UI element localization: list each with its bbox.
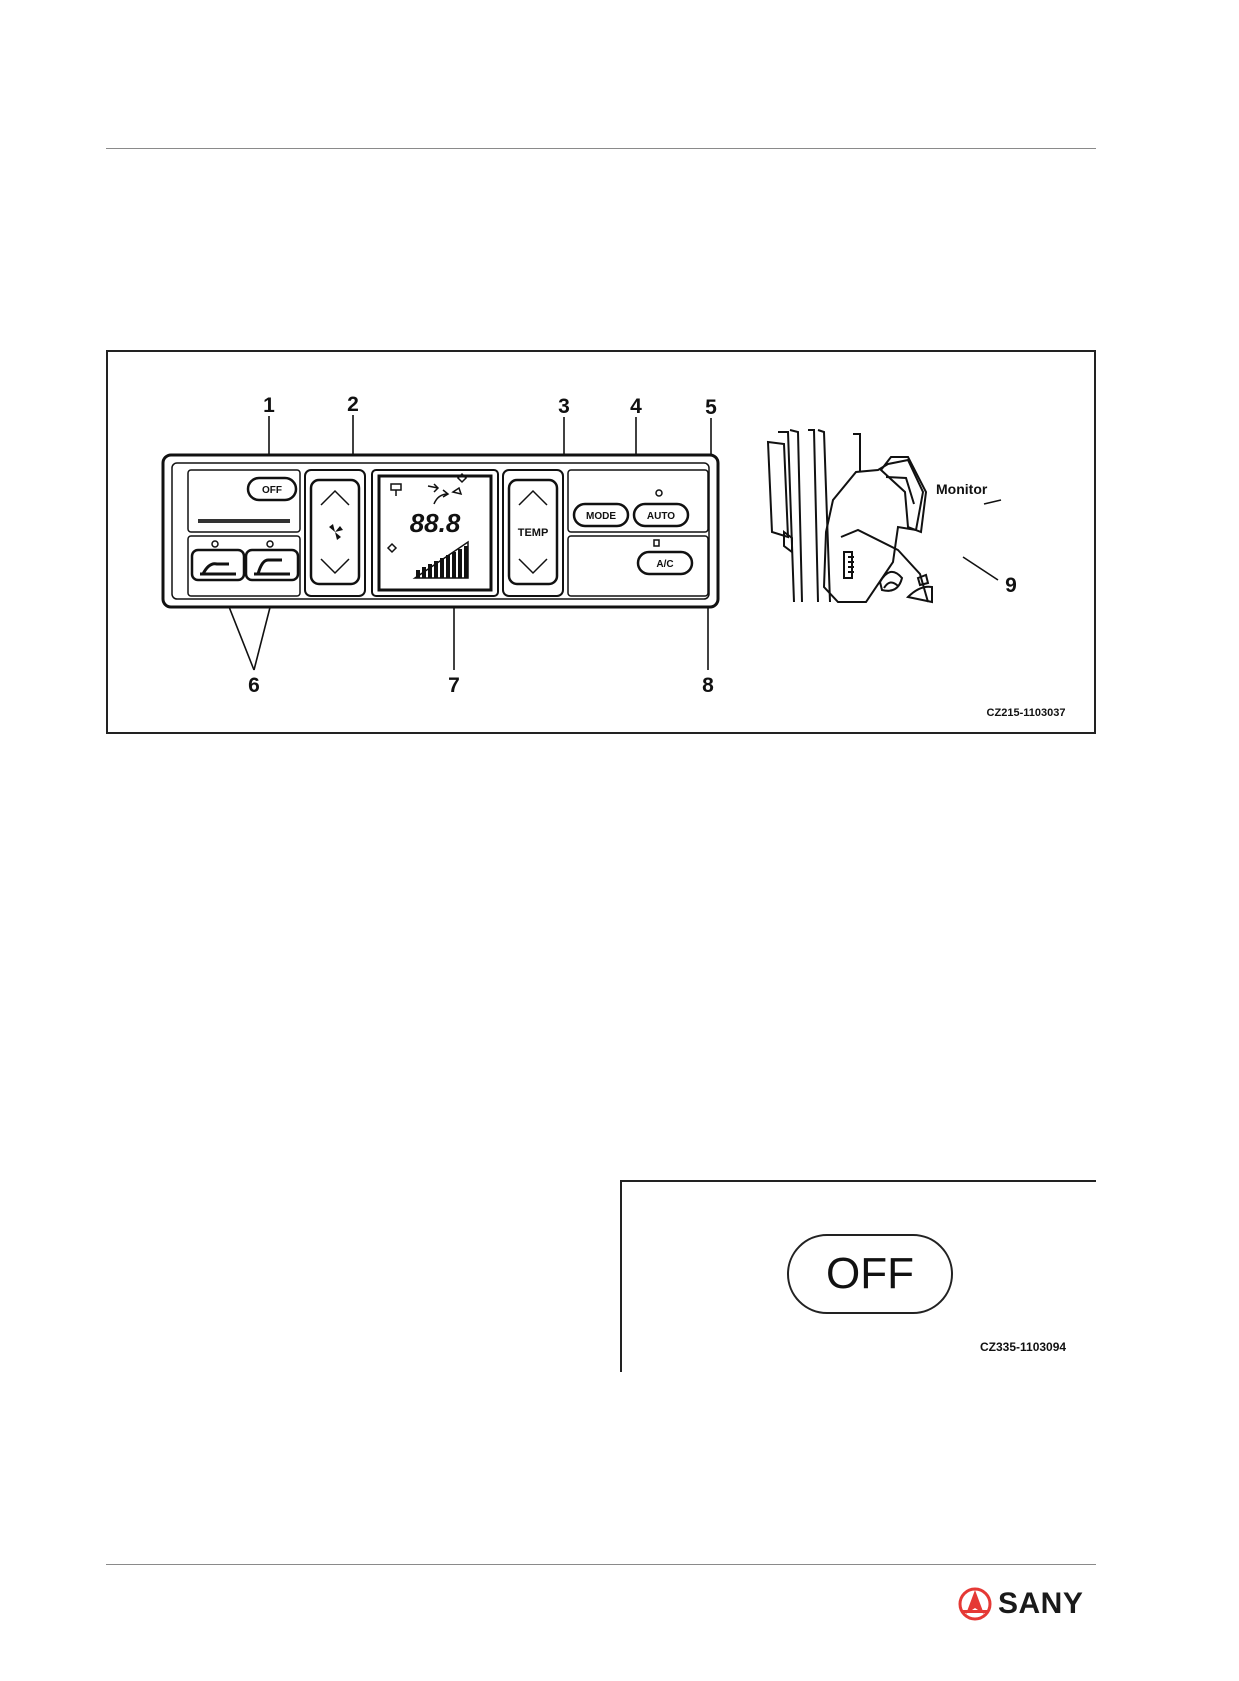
figure-border-top	[620, 1180, 1096, 1182]
footer-rule	[106, 1564, 1096, 1565]
temp-button[interactable]	[507, 478, 559, 586]
mode-button[interactable]	[572, 502, 630, 528]
indicator-lamp	[653, 539, 660, 547]
chevron-down-icon	[518, 558, 548, 575]
fan-icon	[329, 524, 343, 540]
sany-logo: SANY	[958, 1587, 1083, 1621]
callout-1: 1	[263, 394, 275, 417]
temp-label: TEMP	[518, 527, 549, 539]
airflow-mode-icons	[386, 472, 468, 554]
sany-logo-text: SANY	[998, 1587, 1084, 1620]
lcd-temperature-digits: 88.8	[410, 508, 461, 538]
callout-3: 3	[558, 395, 570, 418]
auto-button[interactable]	[632, 502, 690, 528]
chevron-up-icon	[518, 489, 548, 506]
control-panel-diagram: 1 2 3 4 5 6 7 8 9 OFF	[161, 393, 1066, 719]
callout-2: 2	[347, 393, 359, 416]
callout-8: 8	[702, 674, 714, 697]
chevron-up-icon	[320, 489, 350, 506]
off-button-figure: OFF CZ335-1103094	[620, 1180, 1096, 1372]
off-button[interactable]: OFF	[787, 1234, 953, 1314]
chevron-down-icon	[320, 558, 350, 575]
monitor-label: Monitor	[936, 481, 988, 497]
figure-code: CZ335-1103094	[980, 1340, 1067, 1354]
indicator-lamp	[211, 540, 219, 548]
sany-logo-icon	[958, 1587, 992, 1621]
figure-border-left	[620, 1180, 622, 1372]
ac-label: A/C	[656, 559, 673, 570]
callout-6: 6	[248, 674, 260, 697]
callout-9: 9	[1005, 574, 1017, 597]
auto-label: AUTO	[647, 511, 675, 522]
figure-code: CZ215-1103037	[987, 707, 1066, 719]
callout-5: 5	[705, 396, 717, 419]
callout-4: 4	[630, 395, 642, 418]
callout-7: 7	[448, 674, 460, 697]
indicator-lamp	[655, 489, 663, 497]
indicator-lamp	[266, 540, 274, 548]
control-panel-figure: 1 2 3 4 5 6 7 8 9 OFF	[106, 350, 1096, 734]
mode-label: MODE	[586, 511, 616, 522]
ac-button[interactable]	[636, 550, 694, 576]
header-rule	[106, 148, 1096, 149]
cab-monitor-illustration	[766, 429, 933, 604]
off-button-small[interactable]	[246, 476, 298, 502]
off-button-small-label: OFF	[262, 485, 282, 496]
